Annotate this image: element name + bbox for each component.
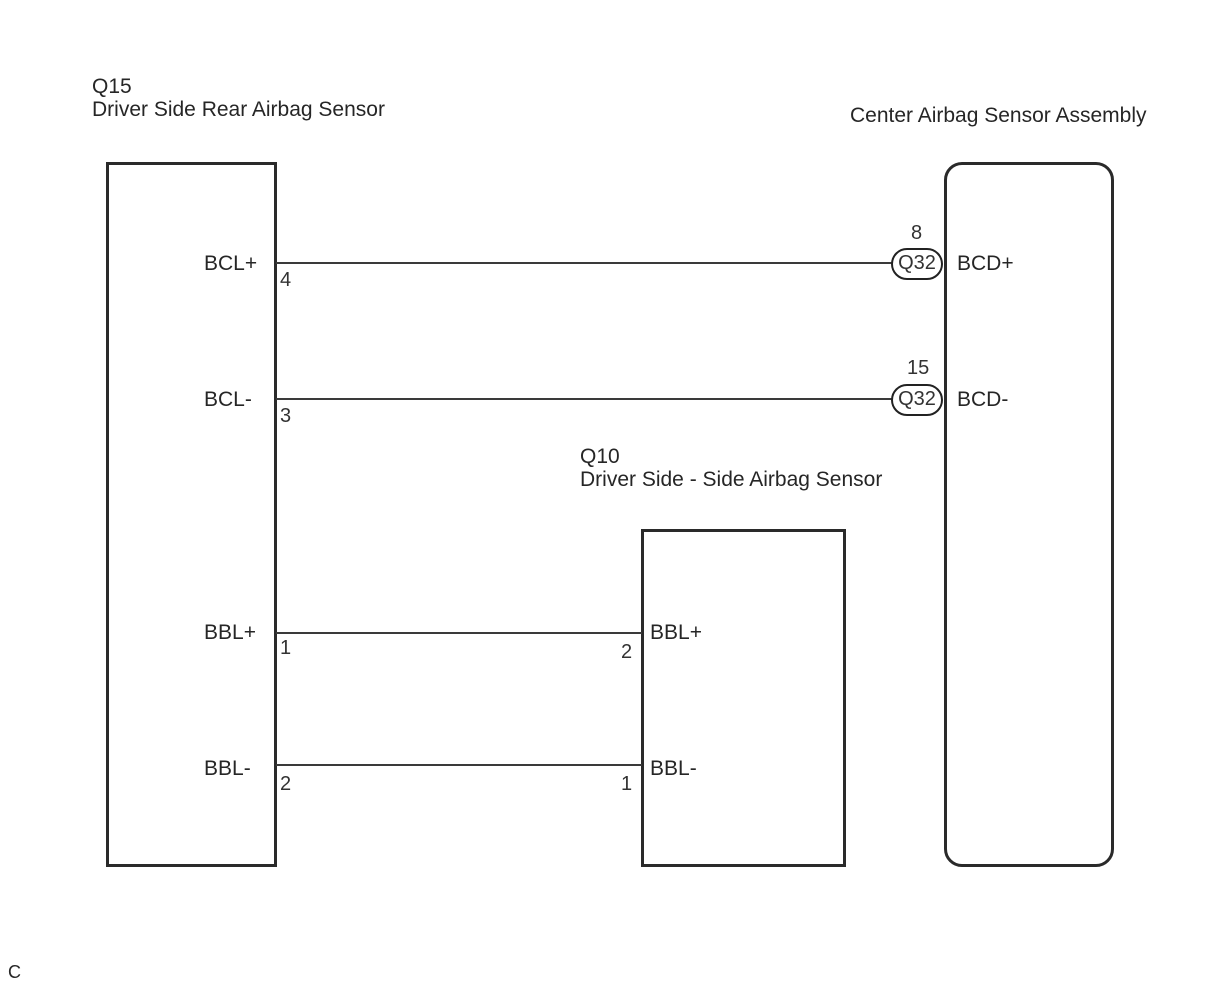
q15-name: Driver Side Rear Airbag Sensor — [92, 98, 385, 121]
center-pin-label: BCD+ — [957, 252, 1014, 275]
q10-pin-number: 1 — [621, 773, 633, 795]
q10-code: Q10 — [580, 445, 620, 468]
center-pin-number: 15 — [907, 357, 930, 379]
q15-pin-number: 1 — [280, 637, 292, 659]
q15-pin-label: BCL+ — [204, 252, 258, 275]
q15-code: Q15 — [92, 75, 132, 98]
q15-pin-number: 2 — [280, 773, 292, 795]
q10-name: Driver Side - Side Airbag Sensor — [580, 468, 883, 491]
figure-code: C — [8, 962, 21, 982]
q15-pin-label: BCL- — [204, 388, 252, 411]
q15-pin-label: BBL+ — [204, 621, 256, 644]
q15-pin-number: 4 — [280, 269, 292, 291]
center-pin-number: 8 — [911, 222, 923, 244]
center-sensor-box — [944, 162, 1114, 867]
q32-connector-icon: Q32 — [891, 384, 943, 416]
q15-sensor-box — [106, 162, 277, 867]
q10-pin-label: BBL- — [650, 757, 697, 780]
q15-pin-number: 3 — [280, 405, 292, 427]
center-pin-label: BCD- — [957, 388, 1009, 411]
wire-bcl-minus — [276, 398, 892, 400]
q10-sensor-box — [641, 529, 846, 867]
q32-connector-icon: Q32 — [891, 248, 943, 280]
q10-pin-number: 2 — [621, 641, 633, 663]
center-sensor-name: Center Airbag Sensor Assembly — [850, 104, 1147, 127]
q15-pin-label: BBL- — [204, 757, 251, 780]
wire-bbl-plus — [276, 632, 642, 634]
q10-pin-label: BBL+ — [650, 621, 702, 644]
wire-bbl-minus — [276, 764, 642, 766]
wire-bcl-plus — [276, 262, 892, 264]
